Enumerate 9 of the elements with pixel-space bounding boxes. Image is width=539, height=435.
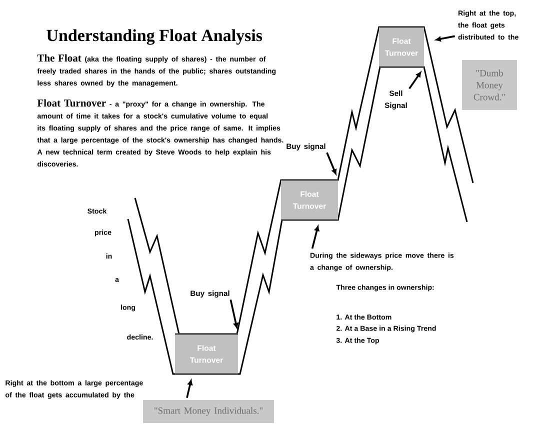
arrow: [436, 35, 455, 42]
arrow: [186, 380, 192, 398]
arrow: [326, 152, 337, 174]
caption-box: "Dumb Money Crowd.": [462, 60, 517, 110]
arrow: [230, 300, 238, 328]
caption-box: "Smart Money Individuals.": [143, 400, 274, 423]
arrow: [408, 72, 422, 90]
title: Understanding Float Analysis: [46, 29, 262, 45]
arrow: [311, 226, 320, 249]
